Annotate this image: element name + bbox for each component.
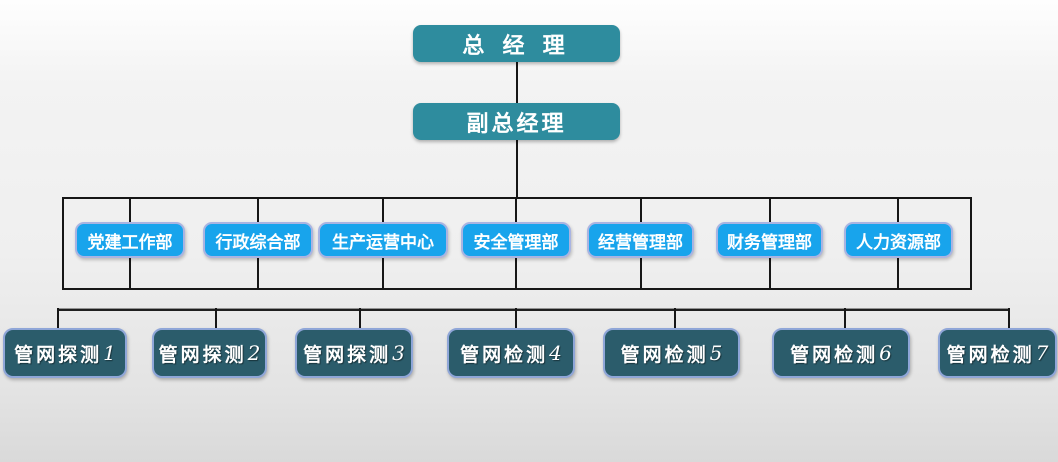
connector-team-3 bbox=[359, 308, 361, 330]
team-label: 管网检测 bbox=[946, 344, 1035, 366]
connector-team-5 bbox=[674, 308, 676, 330]
dept-label: 人力资源部 bbox=[856, 232, 941, 252]
team-number: 7 bbox=[1035, 341, 1049, 365]
team-label: 管网探测 bbox=[158, 344, 247, 366]
dept-label: 行政综合部 bbox=[215, 232, 301, 252]
node-dept-business-management: 经营管理部 bbox=[587, 222, 694, 258]
team-number: 2 bbox=[247, 341, 261, 365]
connector-dept-bottom-rail bbox=[62, 288, 972, 290]
connector-team-1 bbox=[57, 308, 59, 330]
connector-dept-top-rail bbox=[62, 197, 972, 199]
connector-rail-right-end bbox=[970, 197, 972, 290]
team-label: 管网探测 bbox=[303, 344, 392, 366]
dept-label: 党建工作部 bbox=[87, 232, 173, 252]
connector-team-7 bbox=[1008, 308, 1010, 330]
node-dept-party-building: 党建工作部 bbox=[75, 222, 185, 258]
connector-team-6 bbox=[844, 308, 846, 330]
team-label: 管网检测 bbox=[620, 344, 709, 366]
dept-label: 安全管理部 bbox=[473, 232, 559, 252]
connector-l2-rail bbox=[516, 139, 518, 198]
team-label: 管网探测 bbox=[14, 344, 103, 366]
dept-label: 生产运营中心 bbox=[332, 232, 434, 252]
node-dept-production-ops-center: 生产运营中心 bbox=[318, 222, 448, 258]
connector-team-4 bbox=[515, 308, 517, 330]
node-general-manager: 总 经 理 bbox=[413, 25, 620, 62]
team-number: 1 bbox=[103, 341, 116, 365]
dept-label: 经营管理部 bbox=[598, 232, 683, 252]
node-general-manager-label: 总 经 理 bbox=[462, 32, 571, 58]
team-number: 4 bbox=[549, 341, 562, 365]
team-number: 3 bbox=[392, 341, 405, 365]
team-label: 管网检测 bbox=[460, 344, 549, 366]
team-number: 6 bbox=[879, 341, 892, 365]
connector-team-2 bbox=[215, 308, 217, 330]
connector-team-rail bbox=[58, 308, 1010, 311]
node-dept-human-resources: 人力资源部 bbox=[844, 222, 953, 258]
node-deputy-general-manager-label: 副总经理 bbox=[466, 110, 567, 136]
team-number: 5 bbox=[709, 341, 723, 365]
node-dept-admin-general: 行政综合部 bbox=[203, 222, 313, 258]
node-deputy-general-manager: 副总经理 bbox=[413, 103, 620, 140]
connector-rail-left-end bbox=[62, 197, 64, 290]
dept-label: 财务管理部 bbox=[727, 232, 812, 252]
node-dept-finance-management: 财务管理部 bbox=[716, 222, 823, 258]
connector-l1-l2 bbox=[516, 61, 518, 104]
team-label: 管网检测 bbox=[790, 344, 879, 366]
node-dept-safety-management: 安全管理部 bbox=[461, 222, 571, 258]
